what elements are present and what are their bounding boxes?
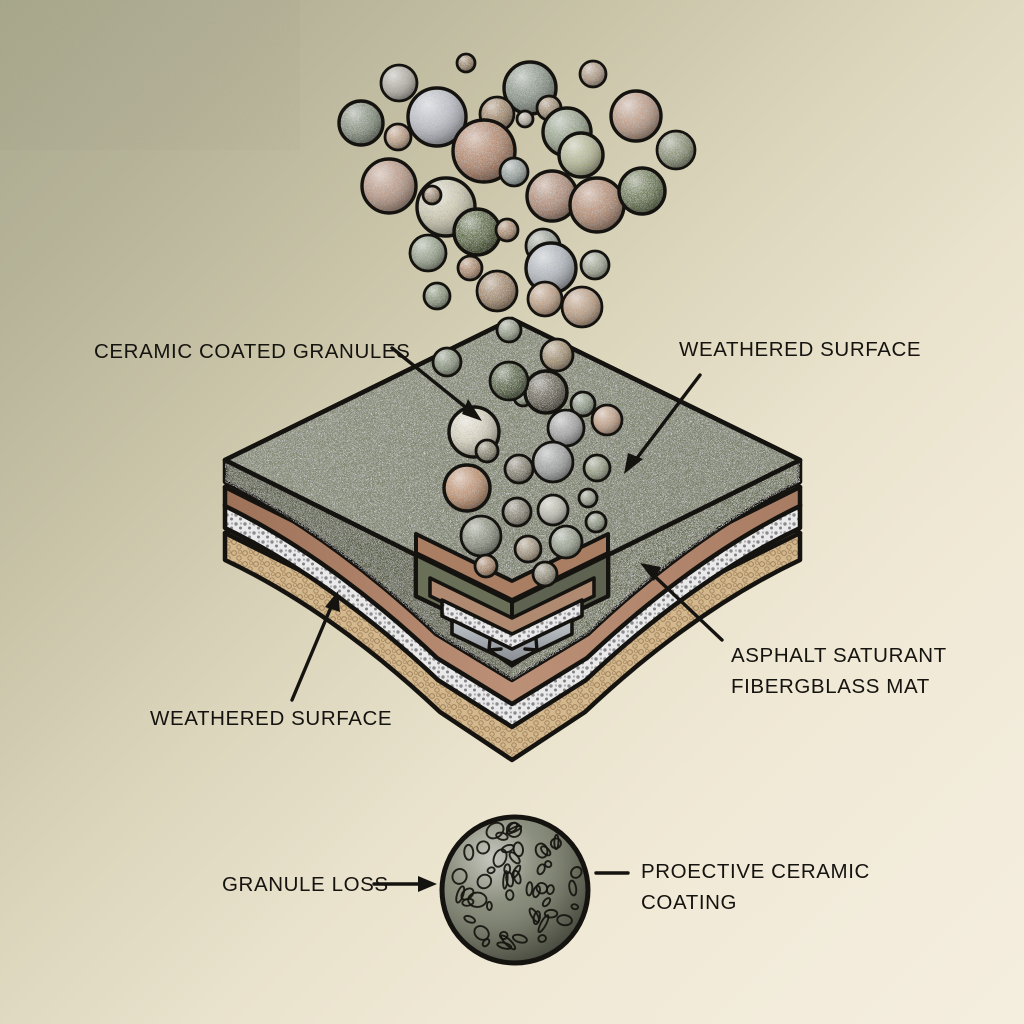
granule xyxy=(531,440,575,484)
granule xyxy=(523,369,569,415)
granule xyxy=(431,346,463,378)
granule xyxy=(503,453,535,485)
granule xyxy=(452,207,502,257)
granule xyxy=(498,156,530,188)
granule xyxy=(655,129,697,171)
granule xyxy=(536,493,570,527)
granule xyxy=(494,217,520,243)
paper-grain-texture xyxy=(0,0,300,150)
leader-weathered-surface-bottom xyxy=(290,591,340,702)
granule xyxy=(360,157,418,215)
granule xyxy=(609,89,663,143)
surface-granule-group xyxy=(442,369,624,588)
granule xyxy=(560,285,604,329)
granule xyxy=(383,122,413,152)
granule xyxy=(590,403,624,437)
granule xyxy=(515,109,535,129)
granule xyxy=(578,59,608,89)
granule xyxy=(525,169,579,223)
granule xyxy=(475,269,519,313)
granule xyxy=(473,553,499,579)
granule xyxy=(524,241,578,295)
granule xyxy=(488,360,530,402)
label-granule-loss: GRANULE LOSS xyxy=(222,873,389,896)
granule xyxy=(582,453,612,483)
granule xyxy=(526,280,564,318)
granule xyxy=(568,176,626,234)
granule xyxy=(474,438,500,464)
falling-granule-group xyxy=(337,52,697,402)
granule xyxy=(531,560,559,588)
granule xyxy=(337,99,385,147)
granule xyxy=(548,524,584,560)
cutaway-inner-stack xyxy=(428,576,596,665)
granule xyxy=(422,281,452,311)
granule xyxy=(442,463,492,513)
granule xyxy=(579,249,611,281)
granule xyxy=(455,52,477,74)
granule xyxy=(584,510,608,534)
granule xyxy=(501,496,533,528)
granule xyxy=(408,233,448,273)
detail-granule xyxy=(439,814,591,966)
leader-granule-loss xyxy=(372,876,437,892)
leader-asphalt-saturant xyxy=(640,563,724,642)
granule xyxy=(406,86,468,148)
granule xyxy=(459,514,503,558)
granule xyxy=(617,166,667,216)
granule xyxy=(495,316,523,344)
granule xyxy=(379,63,419,103)
label-weathered-surface-top: WEATHERED SURFACE xyxy=(679,338,922,361)
granule xyxy=(539,337,575,373)
label-protective-ceramic: PROECTIVE CERAMIC xyxy=(641,860,870,883)
leader-lines xyxy=(290,346,724,892)
granule xyxy=(557,131,605,179)
expansion-arrow xyxy=(487,637,539,669)
granule xyxy=(546,408,586,448)
label-asphalt-saturant: ASPHALT SATURANT xyxy=(731,644,947,667)
granule xyxy=(456,254,484,282)
leader-ceramic-coated-granules xyxy=(390,346,482,421)
leader-weathered-surface-top xyxy=(624,373,702,474)
label-fiberglass-mat: FIBERGBLASS MAT xyxy=(731,675,930,698)
granule xyxy=(577,487,599,509)
granule xyxy=(569,390,597,418)
granule xyxy=(513,534,543,564)
label-ceramic-coated-granules: CERAMIC COATED GRANULES xyxy=(94,340,411,363)
label-coating: COATING xyxy=(641,891,738,914)
granule xyxy=(451,118,517,184)
label-weathered-surface-bottom: WEATHERED SURFACE xyxy=(150,707,393,730)
granule xyxy=(421,184,443,206)
